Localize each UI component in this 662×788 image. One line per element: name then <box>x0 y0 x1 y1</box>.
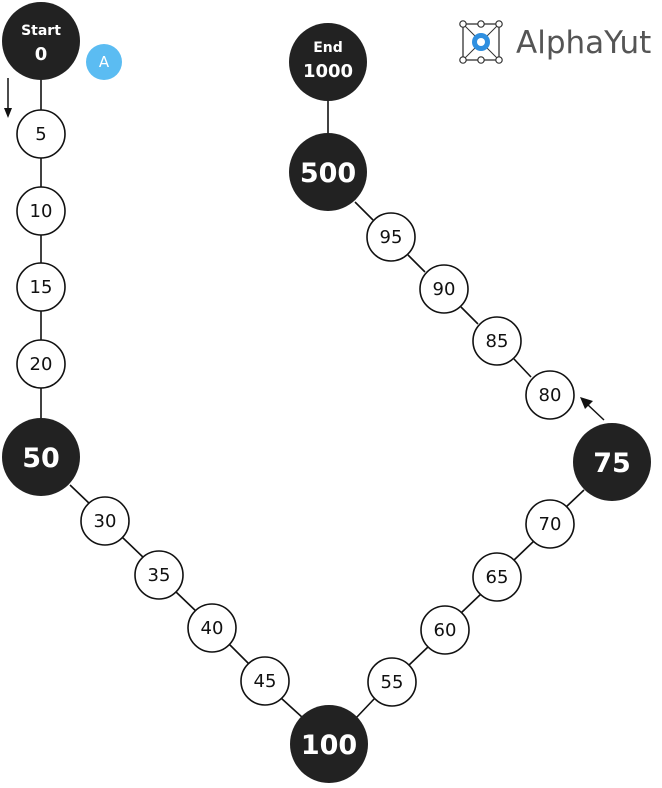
board-node[interactable]: 45 <box>240 656 290 706</box>
milestone-node[interactable]: 75 <box>573 423 651 501</box>
board-node[interactable]: 20 <box>16 339 66 389</box>
edge <box>512 539 536 562</box>
node-label: 55 <box>381 672 404 693</box>
board-node[interactable]: 30 <box>80 496 130 546</box>
board-node[interactable]: 60 <box>420 605 470 655</box>
brand-logo: AlphaYut <box>459 20 651 64</box>
board-node[interactable]: 15 <box>16 262 66 312</box>
milestone-node[interactable]: 50 <box>2 418 80 496</box>
node-label: 500 <box>300 158 356 189</box>
node-label: 90 <box>433 279 456 300</box>
start-label: Start <box>21 23 61 39</box>
end-node[interactable]: End 1000 <box>289 23 367 101</box>
board-node[interactable]: 85 <box>472 316 522 366</box>
alphayut-logo-icon <box>459 20 503 64</box>
milestone-node[interactable]: 100 <box>290 705 368 783</box>
node-label: 20 <box>30 354 53 375</box>
edge <box>354 201 374 221</box>
node-label: 85 <box>486 331 509 352</box>
node-label: 30 <box>94 511 117 532</box>
edge <box>121 536 147 561</box>
board-node[interactable]: 10 <box>16 186 66 236</box>
player-token[interactable]: A <box>86 44 122 80</box>
start-node[interactable]: Start 0 <box>2 2 80 80</box>
node-label: 60 <box>434 620 457 641</box>
direction-arrow-up-left-icon <box>580 397 605 421</box>
edge <box>460 306 479 325</box>
node-label: 35 <box>148 565 171 586</box>
end-label: End <box>313 40 343 56</box>
edge <box>564 489 585 509</box>
start-value: 0 <box>35 44 48 65</box>
board-node[interactable]: 70 <box>525 499 575 549</box>
brand-name: AlphaYut <box>516 25 651 61</box>
board-edges <box>40 80 585 719</box>
node-label: 15 <box>30 277 53 298</box>
node-label: 95 <box>380 227 403 248</box>
board-node[interactable]: 35 <box>134 550 184 600</box>
edge <box>513 358 532 378</box>
node-label: 5 <box>35 124 46 145</box>
node-label: 80 <box>539 385 562 406</box>
end-value: 1000 <box>303 61 353 82</box>
node-label: 10 <box>30 201 53 222</box>
node-label: 75 <box>593 448 631 479</box>
node-label: 65 <box>486 567 509 588</box>
direction-arrow-down-icon <box>4 78 12 118</box>
board-node[interactable]: 5 <box>16 109 66 159</box>
node-label: 50 <box>22 443 60 474</box>
path-nodes: 5 10 15 20 50 30 35 40 <box>2 109 651 783</box>
edge <box>355 697 376 719</box>
edge <box>407 645 430 667</box>
board-node[interactable]: 90 <box>419 264 469 314</box>
board-node[interactable]: 65 <box>472 552 522 602</box>
board-node[interactable]: 95 <box>366 212 416 262</box>
node-label: 70 <box>539 514 562 535</box>
milestone-node[interactable]: 500 <box>289 133 367 211</box>
edge <box>407 254 426 273</box>
board-node[interactable]: 55 <box>367 657 417 707</box>
edge <box>460 592 483 614</box>
board-node[interactable]: 80 <box>525 370 575 420</box>
board-node[interactable]: 40 <box>187 603 237 653</box>
edge <box>280 697 304 719</box>
node-label: 45 <box>254 671 277 692</box>
player-token-label: A <box>99 53 110 71</box>
node-label: 40 <box>201 618 224 639</box>
node-label: 100 <box>301 730 357 761</box>
edge <box>69 484 93 507</box>
